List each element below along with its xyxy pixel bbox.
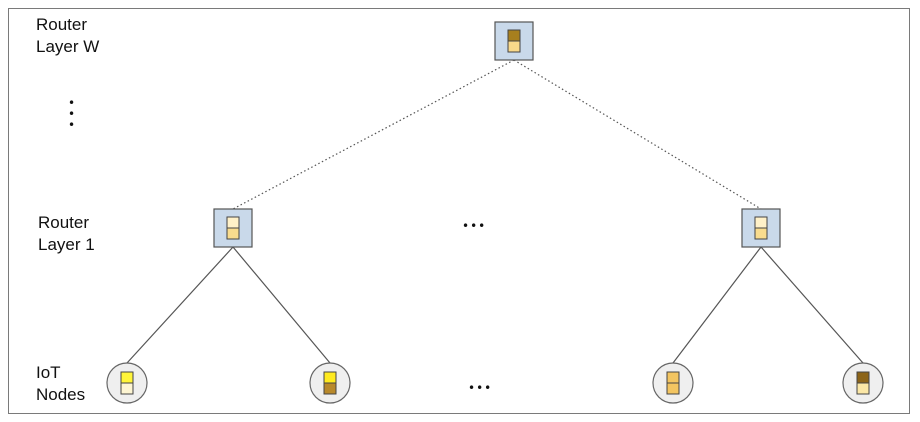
state-cell-top [754,216,768,229]
edge-router_1_right-to-iot_3 [672,246,762,364]
diagram-frame [8,8,910,414]
iot-nodes-label: IoT Nodes [36,362,85,406]
state-cell-top [323,371,337,384]
edge-router_1_left-to-iot_2 [232,246,331,364]
router-layer-1-label: Router Layer 1 [38,212,95,256]
iot-nodes-label-line2: Nodes [36,385,86,404]
nodes [106,21,884,404]
state-cell-top [507,29,521,42]
state-cell-top [856,371,870,384]
state-cell-bottom [666,382,680,395]
router-layer-w-label-line2: Layer W [36,37,100,56]
state-cell-bottom [120,382,134,395]
router-layer-1-label-line1: Router [38,213,90,232]
state-cell-bottom [507,40,521,53]
state-cell-bottom [856,382,870,395]
edge-router_1_right-to-iot_4 [760,246,864,364]
edges [126,59,864,364]
state-cell-bottom [754,227,768,240]
router-layer-w-label: Router Layer W [36,14,99,58]
state-cell-top [226,216,240,229]
router-layer-1-label-line2: Layer 1 [38,235,95,254]
horizontal-ellipsis-routers: ••• [462,219,487,233]
edge-router_w-to-router_1_right [513,59,762,210]
iot-node-iot-4 [842,362,884,404]
state-cell-bottom [323,382,337,395]
router-layer-w-label-line1: Router [36,15,88,34]
router-node-router-w [494,21,534,61]
edge-router_1_left-to-iot_1 [126,246,234,364]
edge-router_w-to-router_1_left [232,59,515,210]
router-node-router-1-right [741,208,781,248]
iot-node-iot-1 [106,362,148,404]
state-cell-top [120,371,134,384]
iot-nodes-label-line1: IoT [36,363,61,382]
horizontal-ellipsis-nodes: ••• [468,381,493,395]
vertical-ellipsis: • • • [68,96,76,132]
router-node-router-1-left [213,208,253,248]
state-cell-bottom [226,227,240,240]
state-cell-top [666,371,680,384]
iot-node-iot-3 [652,362,694,404]
iot-node-iot-2 [309,362,351,404]
